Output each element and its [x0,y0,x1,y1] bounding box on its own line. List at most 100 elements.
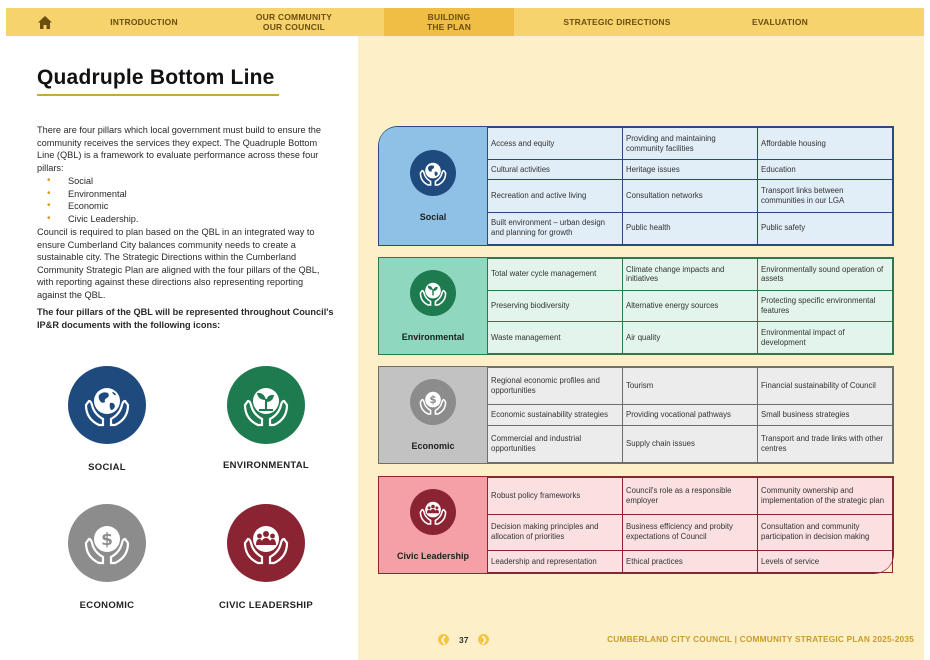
bullet-social: Social [37,175,335,188]
previous-page-button[interactable]: ❮ [438,634,449,645]
table-cell: Access and equity [487,126,623,161]
pillar-social: SOCIAL [42,366,172,473]
intro-text: There are four pillars which local gover… [37,124,335,331]
pillar-bullet-list: Social Environmental Economic Civic Lead… [37,175,335,225]
pillar-label-social: SOCIAL [88,462,126,473]
table-cell: Economic sustainability strategies [487,403,623,427]
table-cell: Levels of service [757,550,893,573]
title-underline [37,94,279,96]
qbl-table-economic: Regional economic profiles and opportuni… [487,367,893,463]
table-cell: Regional economic profiles and opportuni… [487,367,623,405]
nav-building-the-plan[interactable]: BUILDING THE PLAN [384,8,514,36]
bullet-environmental: Environmental [37,188,335,201]
qbl-label-social: Social [419,212,447,222]
table-row: Waste management Air quality Environment… [487,321,893,354]
nav-evaluation[interactable]: EVALUATION [752,17,808,27]
icons-intro-paragraph: The four pillars of the QBL will be repr… [37,307,334,330]
qbl-head-social: Social [379,127,487,245]
table-row: Total water cycle management Climate cha… [487,258,893,291]
table-cell: Financial sustainability of Council [757,367,893,405]
pillar-economic: $ ECONOMIC [42,504,172,611]
plant-in-hands-icon [227,366,305,444]
qbl-block-environmental: Environmental Total water cycle manageme… [378,257,894,355]
qbl-block-social: Social Access and equity Providing and m… [378,126,894,246]
pillar-label-economic: ECONOMIC [79,600,135,611]
chevron-left-icon: ❮ [440,634,447,644]
pillar-label-civic-leadership: CIVIC LEADERSHIP [218,600,313,611]
table-row: Decision making principles and allocatio… [487,513,893,551]
table-cell: Protecting specific environmental featur… [757,289,893,323]
table-cell: Affordable housing [757,126,893,161]
table-cell: Providing vocational pathways [622,403,758,427]
table-cell: Leadership and representation [487,550,623,573]
table-cell: Built environment – urban design and pla… [487,211,623,245]
table-row: Leadership and representation Ethical pr… [487,550,893,573]
table-cell: Consultation networks [622,179,758,213]
pillar-label-environmental: ENVIRONMENTAL [222,460,310,471]
qbl-head-economic: $ Economic [379,367,487,463]
table-cell: Ethical practices [622,550,758,573]
table-cell: Council's role as a responsible employer [622,477,758,515]
table-cell: Public safety [757,211,893,245]
pillar-civic-leadership: CIVIC LEADERSHIP [201,504,331,611]
table-cell: Environmentally sound operation of asset… [757,258,893,291]
table-row: Recreation and active living Consultatio… [487,179,893,213]
next-page-button[interactable]: ❯ [478,634,490,645]
table-cell: Supply chain issues [622,425,758,463]
table-cell: Heritage issues [622,159,758,181]
table-cell: Tourism [622,367,758,405]
bullet-economic: Economic [37,200,335,213]
page-title: Quadruple Bottom Line [37,66,275,89]
dollar-in-hands-icon: $ [410,379,456,425]
qbl-table-social: Access and equity Providing and maintain… [487,126,893,245]
table-cell: Air quality [622,321,758,354]
page-navigation: ❮ 37 ❯ [438,634,490,645]
table-cell: Community ownership and implementation o… [757,477,893,515]
home-icon [38,15,52,29]
table-cell: Climate change impacts and initiatives [622,258,758,291]
qbl-table-civic-leadership: Robust policy frameworks Council's role … [487,477,893,573]
svg-text:$: $ [429,395,436,406]
table-cell: Robust policy frameworks [487,477,623,515]
people-in-hands-icon [410,489,456,535]
left-page: Quadruple Bottom Line There are four pil… [0,36,358,660]
chevron-right-icon: ❯ [480,634,488,644]
qbl-head-environmental: Environmental [379,258,487,354]
nav-our-community-our-council[interactable]: OUR COMMUNITY OUR COUNCIL [255,12,333,32]
table-cell: Transport and trade links with other cen… [757,425,893,463]
nav-strategic-directions[interactable]: STRATEGIC DIRECTIONS [563,17,671,27]
home-button[interactable] [6,8,84,36]
table-cell: Consultation and community participation… [757,513,893,551]
dollar-in-hands-icon: $ [68,504,146,582]
qbl-block-economic: $ Economic Regional economic profiles an… [378,366,894,464]
table-cell: Small business strategies [757,403,893,427]
pillar-environmental: ENVIRONMENTAL [201,366,331,471]
table-row: Preserving biodiversity Alternative ener… [487,289,893,323]
qbl-head-civic-leadership: Civic Leadership [379,477,487,573]
table-cell: Preserving biodiversity [487,289,623,323]
globe-in-hands-icon [68,366,146,444]
table-row: Cultural activities Heritage issues Educ… [487,159,893,181]
nav-introduction[interactable]: INTRODUCTION [110,17,178,27]
table-row: Economic sustainability strategies Provi… [487,403,893,427]
globe-in-hands-icon [410,150,456,196]
plant-in-hands-icon [410,270,456,316]
right-page: Social Access and equity Providing and m… [358,36,924,660]
table-cell: Environmental impact of development [757,321,893,354]
table-row: Built environment – urban design and pla… [487,211,893,245]
page-number: 37 [459,634,469,645]
table-cell: Education [757,159,893,181]
top-navigation: INTRODUCTION OUR COMMUNITY OUR COUNCIL B… [6,8,924,36]
table-cell: Alternative energy sources [622,289,758,323]
table-cell: Recreation and active living [487,179,623,213]
table-row: Commercial and industrial opportunities … [487,425,893,463]
table-cell: Providing and maintaining community faci… [622,126,758,161]
qbl-table-environmental: Total water cycle management Climate cha… [487,258,893,354]
table-cell: Transport links between communities in o… [757,179,893,213]
intro-paragraph: There are four pillars which local gover… [37,125,321,173]
table-cell: Public health [622,211,758,245]
people-in-hands-icon [227,504,305,582]
table-cell: Waste management [487,321,623,354]
table-cell: Cultural activities [487,159,623,181]
table-row: Regional economic profiles and opportuni… [487,367,893,405]
